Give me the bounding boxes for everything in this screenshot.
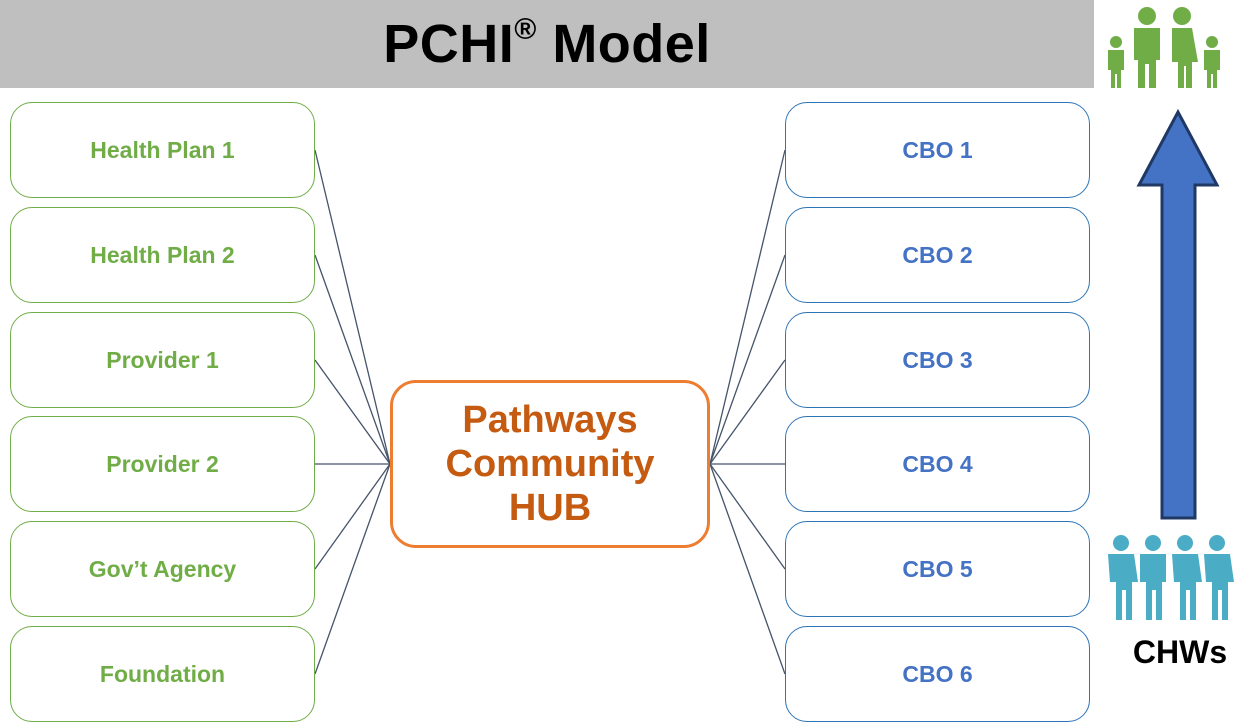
node-cbo-3: CBO 3: [785, 312, 1090, 408]
connector-left-1: [314, 149, 391, 465]
chws-label: CHWs: [1132, 634, 1228, 670]
connector-left-6: [314, 463, 391, 675]
node-provider-1: Provider 1: [10, 312, 315, 408]
node-govt-agency: Gov’t Agency: [10, 521, 315, 617]
page-title: PCHI® Model: [383, 13, 711, 75]
connector-right-6: [709, 463, 786, 675]
title-main: PCHI: [383, 14, 515, 74]
node-cbo-6: CBO 6: [785, 626, 1090, 722]
hub-line-1: Pathways: [462, 399, 638, 441]
registered-mark: ®: [514, 13, 537, 46]
node-provider-2: Provider 2: [10, 416, 315, 512]
node-cbo-4: CBO 4: [785, 416, 1090, 512]
title-rest: Model: [536, 14, 711, 74]
node-cbo-5: CBO 5: [785, 521, 1090, 617]
title-bar: PCHI® Model: [0, 0, 1094, 88]
node-cbo-2: CBO 2: [785, 207, 1090, 303]
connector-right-3: [709, 359, 786, 465]
up-arrow-icon: [1136, 108, 1220, 520]
node-cbo-1: CBO 1: [785, 102, 1090, 198]
connector-right-2: [709, 254, 786, 465]
family-icon: [1108, 7, 1220, 88]
chw-group-icon: [1108, 535, 1234, 620]
hub-line-3: HUB: [508, 487, 592, 529]
connector-left-5: [314, 463, 391, 570]
node-health-plan-1: Health Plan 1: [10, 102, 315, 198]
pathways-community-hub: Pathways Community HUB: [390, 380, 710, 548]
node-health-plan-2: Health Plan 2: [10, 207, 315, 303]
hub-line-2: Community: [445, 443, 655, 485]
connector-right-5: [709, 463, 786, 570]
connector-right-1: [709, 149, 786, 465]
connector-left-2: [314, 254, 391, 465]
node-foundation: Foundation: [10, 626, 315, 722]
connector-left-3: [314, 359, 391, 465]
